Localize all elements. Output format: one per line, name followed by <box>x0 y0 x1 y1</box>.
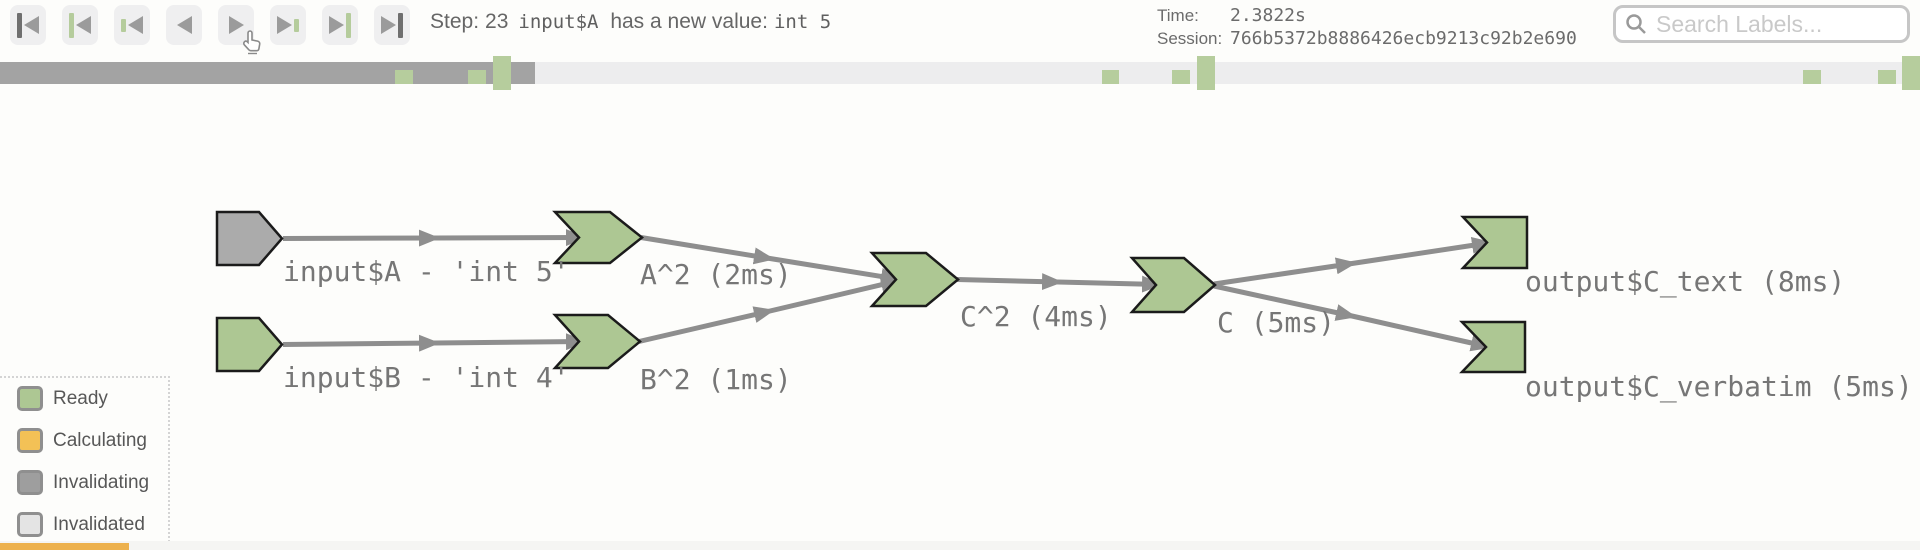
node-input-A[interactable] <box>215 210 284 267</box>
node-label-output-C-verbatim: output$C_verbatim (5ms) <box>1525 370 1913 403</box>
triangle-left-icon <box>76 16 91 34</box>
session-label: Session: <box>1157 29 1223 48</box>
green-bar-small-icon <box>294 18 299 32</box>
edge-C-to-outputCtext <box>1213 236 1493 287</box>
invalidating-swatch-icon <box>17 470 43 495</box>
legend-label: Ready <box>53 387 108 409</box>
node-label-B2: B^2 (1ms) <box>640 363 792 396</box>
timeline-mark <box>468 70 486 84</box>
next-step-button[interactable] <box>218 5 254 45</box>
timeline-mark <box>1102 70 1119 84</box>
step-value-code: int 5 <box>773 11 832 33</box>
timeline-mark <box>395 70 413 84</box>
step-label: Step: <box>430 10 480 33</box>
step-number: 23 <box>485 10 509 33</box>
end-bar-icon <box>398 12 403 38</box>
search-input[interactable] <box>1654 9 1888 39</box>
node-input-B[interactable] <box>215 316 284 373</box>
edge-C2-to-C <box>956 273 1163 293</box>
search-box[interactable] <box>1613 5 1910 43</box>
search-icon <box>1626 14 1646 34</box>
playback-controls <box>10 5 410 45</box>
step-status-line: Step:23 input$A has a new value:int 5 <box>430 10 831 34</box>
green-bar-icon <box>346 12 351 38</box>
legend-item-ready: Ready <box>17 386 168 411</box>
legend-label: Calculating <box>53 429 147 451</box>
session-meta: Time: 2.3822s Session: 766b5372b8886426e… <box>1157 4 1577 50</box>
previous-step-button[interactable] <box>166 5 202 45</box>
jump-to-start-button[interactable] <box>10 5 46 45</box>
node-B2[interactable] <box>552 313 642 370</box>
next-marked-step-button[interactable] <box>322 5 358 45</box>
ready-swatch-icon <box>17 386 43 411</box>
toolbar: Step:23 input$A has a new value:int 5 Tim… <box>0 0 1920 56</box>
jump-to-end-button[interactable] <box>374 5 410 45</box>
node-C[interactable] <box>1129 256 1217 314</box>
node-label-input-A: input$A - 'int 5' <box>283 255 570 288</box>
node-label-input-B: input$B - 'int 4' <box>283 361 570 394</box>
previous-green-step-button[interactable] <box>114 5 150 45</box>
triangle-left-icon <box>24 16 39 34</box>
step-target-code: input$A <box>518 11 599 33</box>
legend-item-invalidating: Invalidating <box>17 470 168 495</box>
timeline-mark <box>493 56 511 90</box>
horizontal-scrollbar-track[interactable] <box>0 541 1920 550</box>
bottom-accent-bar <box>0 543 129 550</box>
session-value: 766b5372b8886426ecb9213c92b2e690 <box>1230 28 1577 49</box>
timeline-scrubber[interactable] <box>0 56 1920 90</box>
timeline-mark <box>1902 56 1920 90</box>
node-C2[interactable] <box>869 251 960 308</box>
triangle-right-icon <box>277 16 292 34</box>
node-label-output-C-text: output$C_text (8ms) <box>1525 265 1846 298</box>
edge-inputB-to-B2 <box>282 333 587 352</box>
timeline-mark <box>1878 70 1896 84</box>
legend-item-invalidated: Invalidated <box>17 512 168 537</box>
node-output-C-text[interactable] <box>1460 215 1529 270</box>
next-green-step-button[interactable] <box>270 5 306 45</box>
legend-label: Invalidating <box>53 471 150 493</box>
edge-C-to-outputCverbatim <box>1213 283 1492 352</box>
time-label: Time: <box>1157 6 1199 25</box>
triangle-right-icon <box>381 16 396 34</box>
timeline-mark <box>1803 70 1821 84</box>
triangle-left-icon <box>176 16 192 34</box>
edge-A2-to-C2 <box>640 235 902 285</box>
node-output-C-verbatim[interactable] <box>1459 320 1527 374</box>
triangle-left-icon <box>128 16 143 34</box>
node-label-C2: C^2 (4ms) <box>960 300 1112 333</box>
legend-item-calculating: Calculating <box>17 428 168 453</box>
edge-inputA-to-A2 <box>282 229 587 247</box>
edge-B2-to-C2 <box>638 276 902 344</box>
triangle-right-icon <box>228 16 244 34</box>
status-legend: Ready Calculating Invalidating Invalidat… <box>0 376 170 550</box>
step-message: has a new value: <box>610 10 768 33</box>
node-label-A2: A^2 (2ms) <box>640 258 792 291</box>
timeline-mark <box>1197 56 1215 90</box>
legend-label: Invalidated <box>53 513 145 535</box>
time-value: 2.3822s <box>1230 5 1306 26</box>
green-bar-small-icon <box>121 18 126 32</box>
node-A2[interactable] <box>552 210 645 265</box>
triangle-right-icon <box>329 16 344 34</box>
calculating-swatch-icon <box>17 428 43 453</box>
green-bar-icon <box>69 12 74 38</box>
timeline-mark <box>1172 70 1190 84</box>
previous-marked-step-button[interactable] <box>62 5 98 45</box>
start-bar-icon <box>17 12 22 38</box>
node-label-C: C (5ms) <box>1217 306 1336 339</box>
invalidated-swatch-icon <box>17 512 43 537</box>
